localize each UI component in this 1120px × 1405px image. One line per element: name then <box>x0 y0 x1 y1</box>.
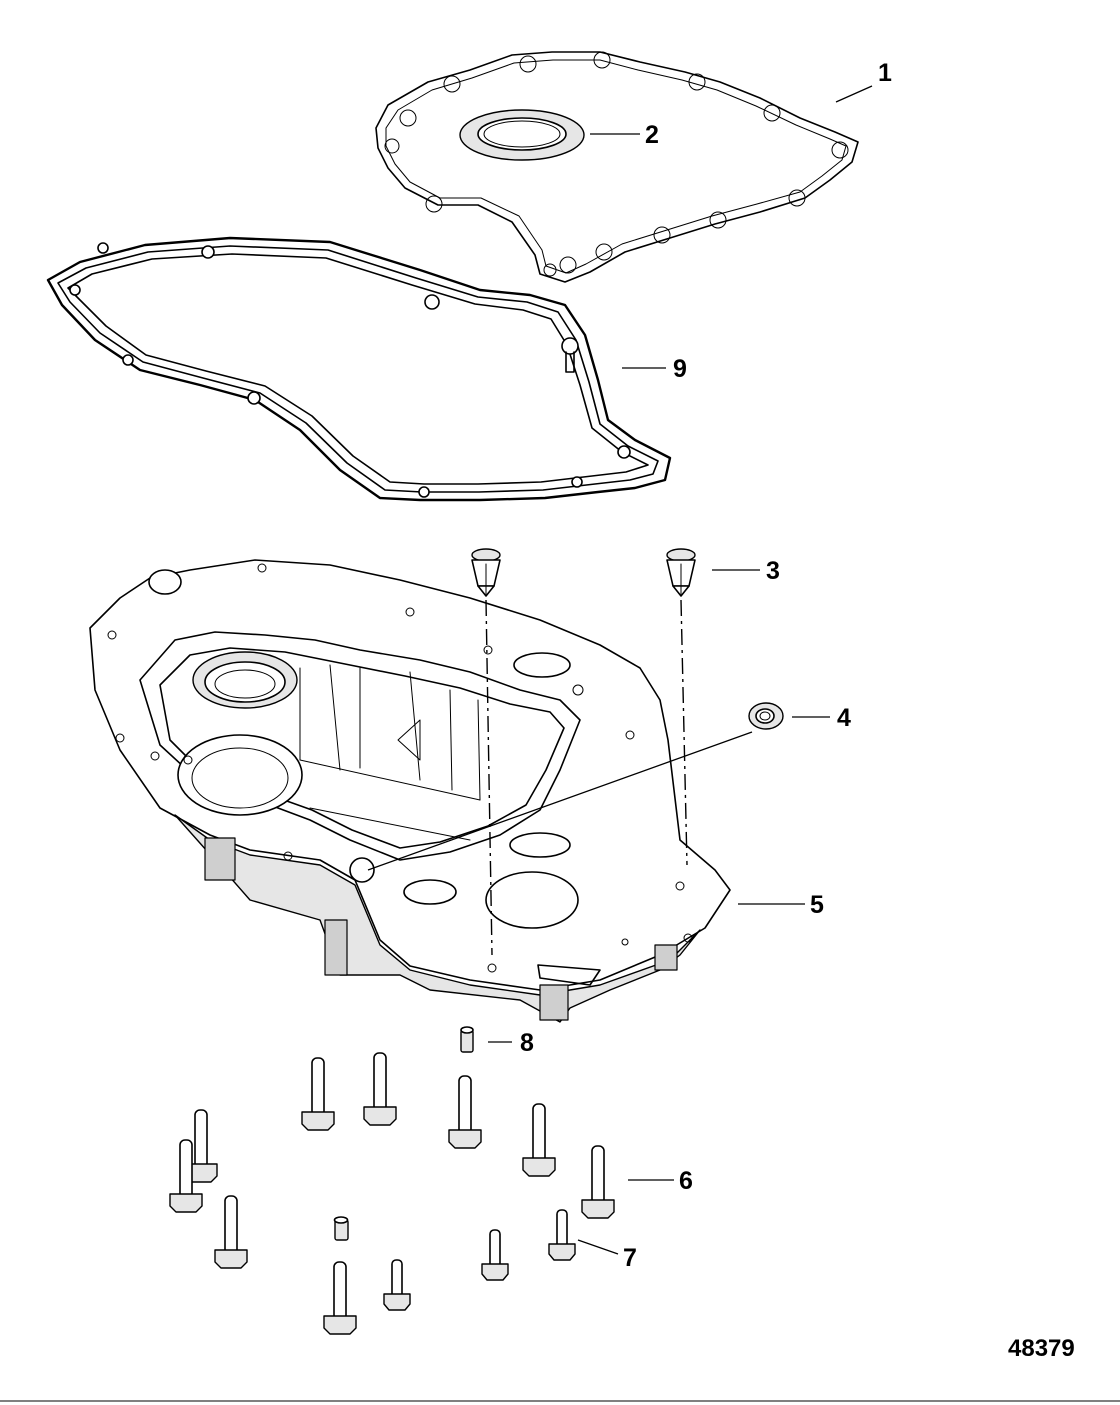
part-7-short-bolts <box>383 1209 576 1311</box>
bolt-long <box>581 1145 615 1219</box>
part-2-seal-ring <box>459 109 585 161</box>
leader-lines <box>367 85 873 1255</box>
part-3-grommets <box>471 548 696 597</box>
grommet-right <box>666 548 696 597</box>
grommet-left <box>471 548 501 597</box>
part-1-cover-gasket <box>375 51 859 283</box>
bolt-short <box>383 1259 411 1311</box>
callout-2: 2 <box>645 121 659 149</box>
dowel-pin-loose <box>333 1216 349 1241</box>
bolt-long <box>448 1075 482 1149</box>
bolt-long <box>522 1103 556 1177</box>
bolt-long <box>169 1139 203 1213</box>
callout-7: 7 <box>623 1244 637 1272</box>
figure-id: 48379 <box>1008 1335 1075 1362</box>
part-8-dowel-pin <box>460 1026 474 1053</box>
alignment-lines <box>485 599 688 956</box>
callout-1: 1 <box>878 59 892 87</box>
bolt-long <box>184 1109 218 1183</box>
part-5-front-cover <box>89 559 731 1023</box>
bolt-short <box>481 1229 509 1281</box>
callout-5: 5 <box>810 891 824 919</box>
bolt-long <box>323 1261 357 1335</box>
callout-9: 9 <box>673 355 687 383</box>
callout-6: 6 <box>679 1167 693 1195</box>
bolt-long <box>301 1057 335 1131</box>
callout-4: 4 <box>837 704 851 732</box>
bolt-short <box>548 1209 576 1261</box>
part-6-long-bolts <box>169 1052 615 1335</box>
part-4-plug <box>748 702 784 730</box>
callouts: 1 2 9 3 4 5 8 6 7 <box>520 59 892 1272</box>
bolt-long <box>363 1052 397 1126</box>
callout-3: 3 <box>766 557 780 585</box>
part-9-rubber-gasket <box>46 236 672 502</box>
bolt-long <box>214 1195 248 1269</box>
callout-8: 8 <box>520 1029 534 1057</box>
